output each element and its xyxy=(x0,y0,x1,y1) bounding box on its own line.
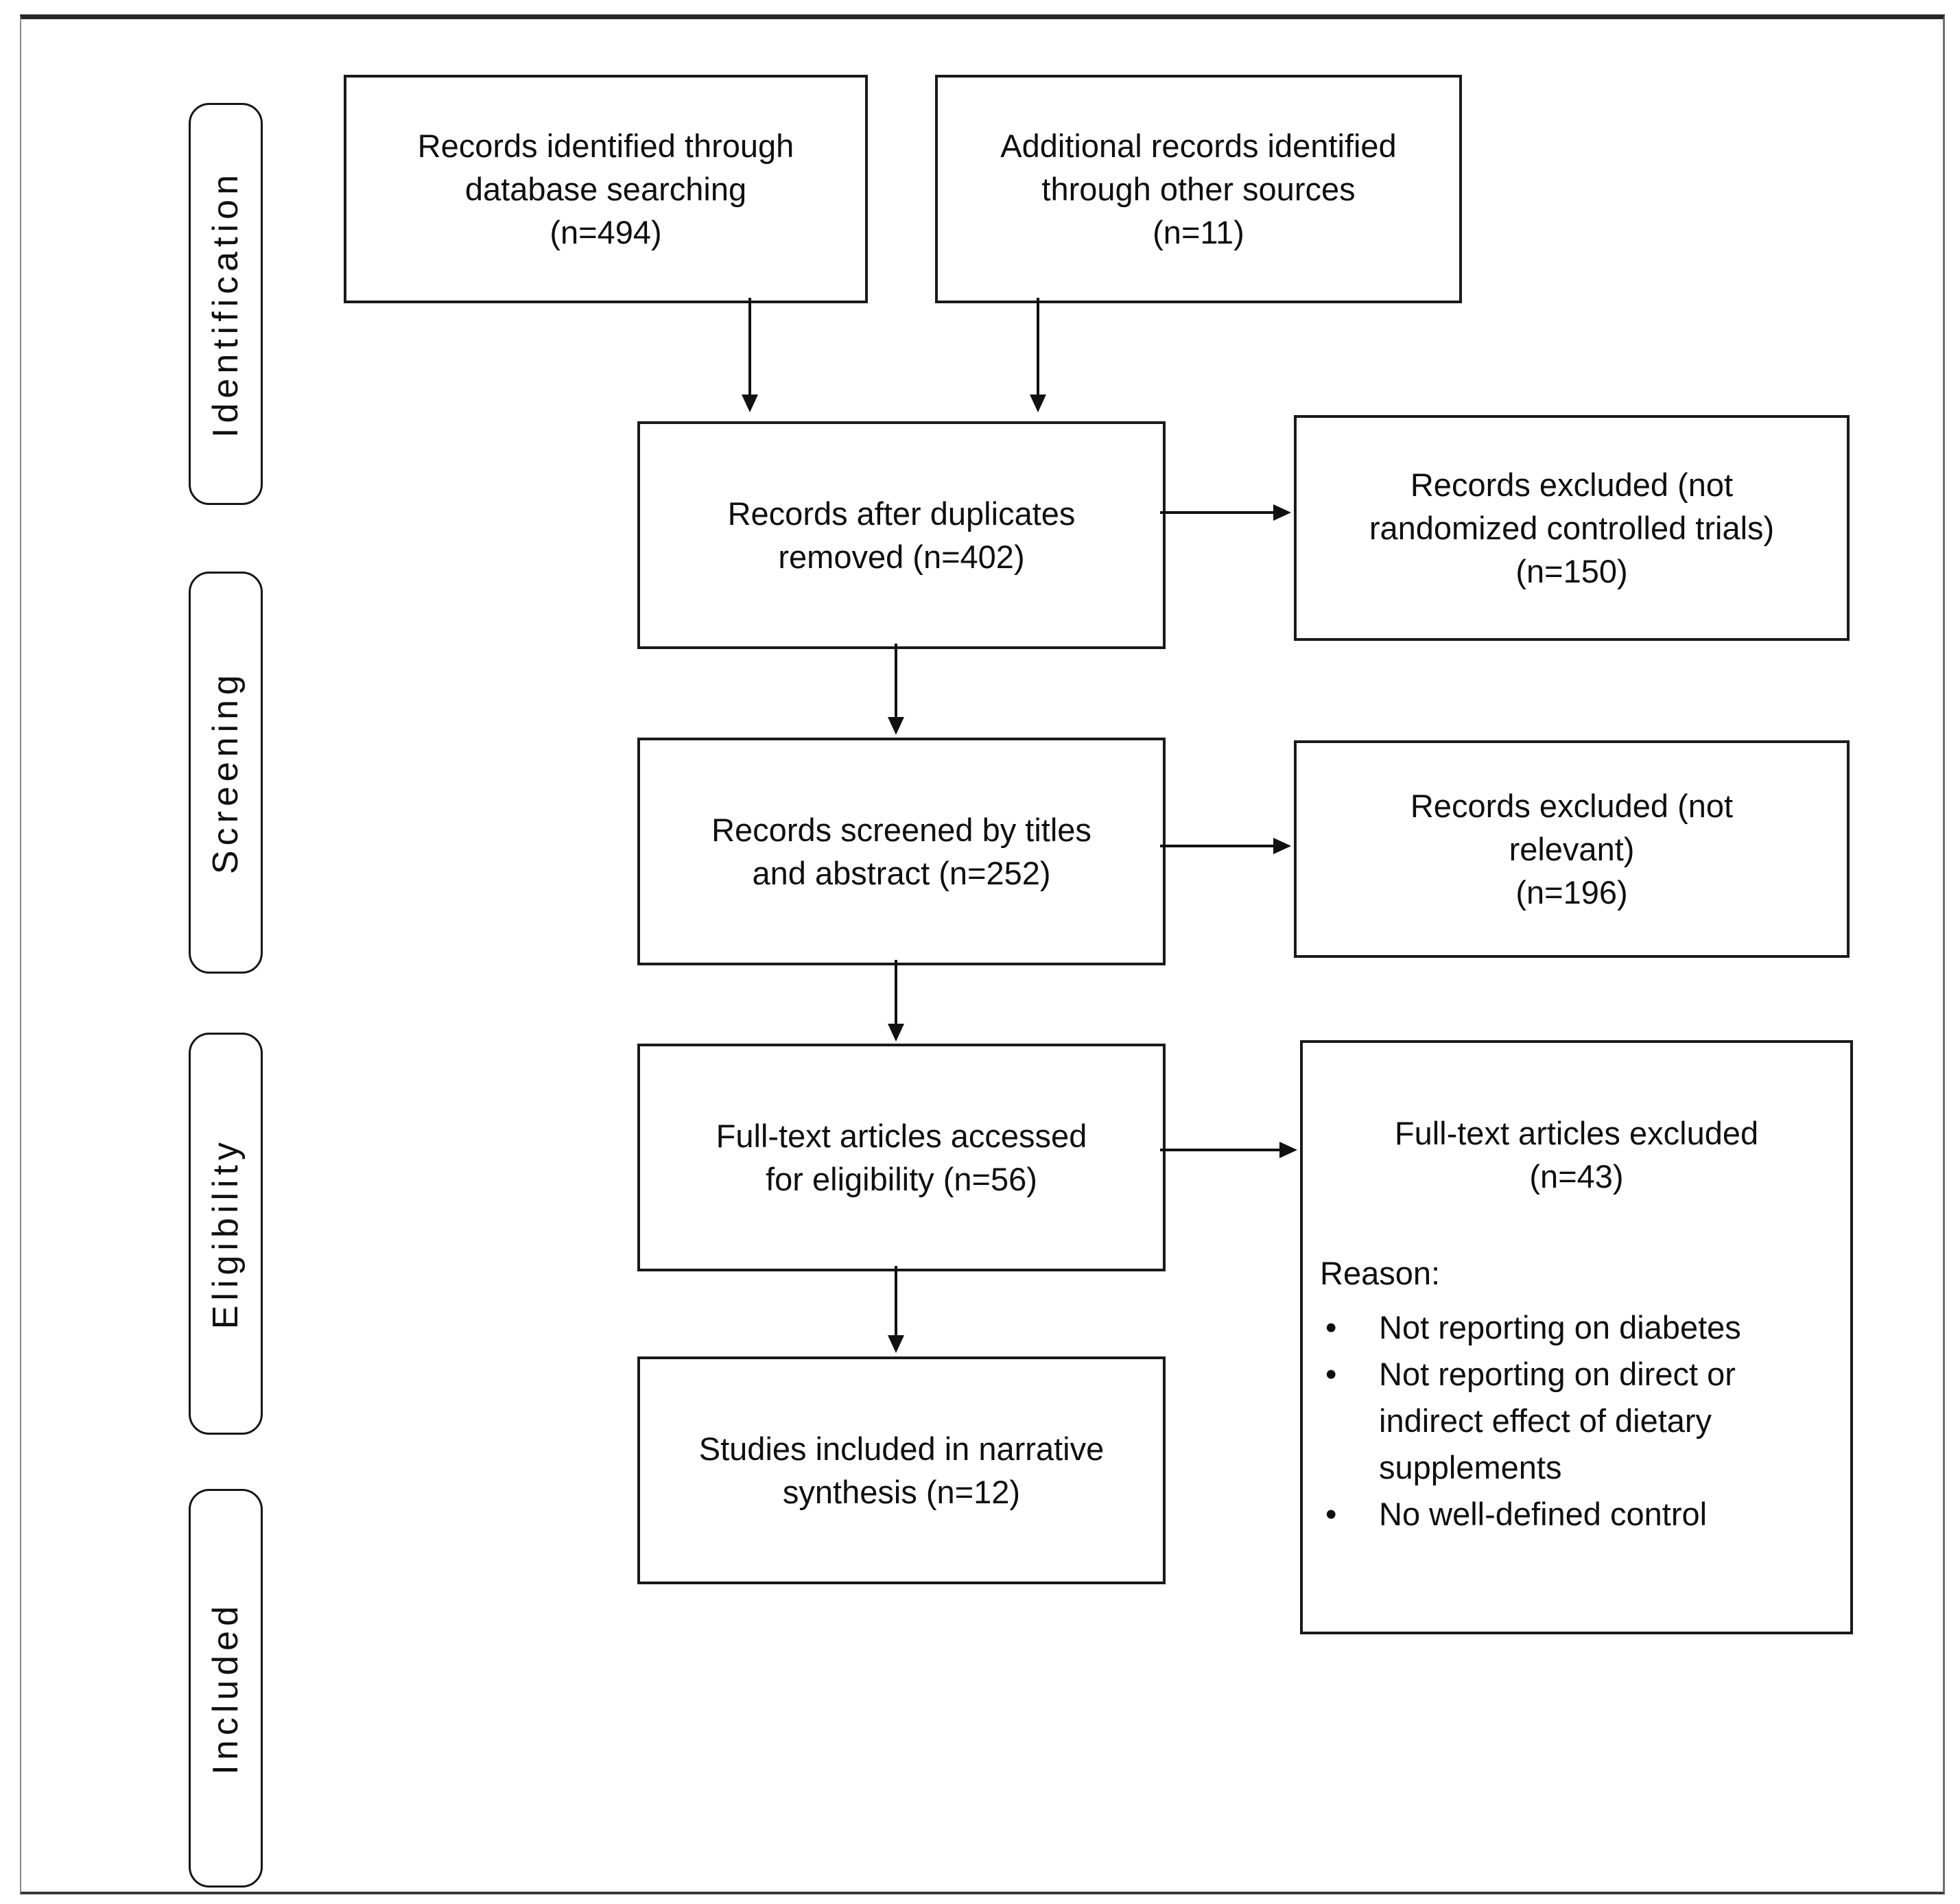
text-line: Records identified through xyxy=(417,128,794,164)
stage-label-screening: Screening xyxy=(206,670,246,875)
stage-label-included: Included xyxy=(206,1601,246,1775)
text-line: Studies included in narrative xyxy=(698,1431,1105,1467)
text-line: (n=494) xyxy=(550,214,662,250)
arrow-duplicates-to-screened xyxy=(888,644,904,735)
text-line: and abstract (n=252) xyxy=(752,855,1051,891)
arrow-fulltext-to-excluded-fulltext xyxy=(1160,1142,1297,1158)
arrow-screened-to-fulltext xyxy=(888,960,904,1042)
stage-pill-identification: Identification xyxy=(189,103,263,505)
text-line: Not reporting on diabetes xyxy=(1379,1309,1741,1345)
text-line: relevant) xyxy=(1509,831,1635,867)
text-line: Full-text articles excluded xyxy=(1394,1115,1759,1151)
exclusion-reason-item: Not reporting on direct or indirect effe… xyxy=(1320,1351,1834,1491)
records-excluded-not-rct-box: Records excluded (not randomized control… xyxy=(1294,415,1850,641)
additional-records-box: Additional records identified through ot… xyxy=(935,75,1462,303)
records-after-duplicates-box: Records after duplicates removed (n=402) xyxy=(637,421,1166,649)
exclusion-reasons-block: Reason: Not reporting on diabetes Not re… xyxy=(1303,1251,1850,1538)
text-line: through other sources xyxy=(1041,171,1356,207)
arrow-identified-db-to-duplicates xyxy=(742,298,758,412)
records-after-duplicates-text: Records after duplicates removed (n=402) xyxy=(728,492,1076,578)
fulltext-assessed-box: Full-text articles accessed for eligibil… xyxy=(637,1044,1166,1271)
stage-pill-screening: Screening xyxy=(189,572,263,974)
records-identified-database-text: Records identified through database sear… xyxy=(418,124,794,254)
exclusion-reason-item: Not reporting on diabetes xyxy=(1320,1304,1834,1351)
exclusion-reason-item: No well-defined control xyxy=(1320,1491,1834,1538)
exclusion-reasons-list: Not reporting on diabetes Not reporting … xyxy=(1320,1304,1834,1538)
stage-label-identification: Identification xyxy=(206,170,246,438)
text-line: Additional records identified xyxy=(1000,128,1397,164)
fulltext-excluded-box: Full-text articles excluded (n=43) Reaso… xyxy=(1300,1040,1853,1634)
text-line: (n=150) xyxy=(1515,553,1628,589)
text-line: randomized controlled trials) xyxy=(1369,510,1775,546)
text-line: removed (n=402) xyxy=(778,539,1025,575)
text-line: for eligibility (n=56) xyxy=(766,1161,1037,1197)
records-excluded-not-rct-text: Records excluded (not randomized control… xyxy=(1369,463,1774,593)
records-excluded-not-relevant-text: Records excluded (not relevant) (n=196) xyxy=(1410,784,1733,914)
stage-pill-eligibility: Eligibility xyxy=(189,1033,263,1435)
fulltext-assessed-text: Full-text articles accessed for eligibil… xyxy=(716,1114,1087,1201)
text-line: (n=11) xyxy=(1153,214,1244,250)
records-excluded-not-relevant-box: Records excluded (not relevant) (n=196) xyxy=(1294,740,1850,958)
stage-label-eligibility: Eligibility xyxy=(206,1138,246,1330)
text-line: Records after duplicates xyxy=(727,495,1076,532)
arrow-fulltext-to-included xyxy=(888,1266,904,1353)
arrow-screened-to-excluded-relevant xyxy=(1160,838,1291,854)
additional-records-text: Additional records identified through ot… xyxy=(1000,124,1396,254)
records-identified-database-box: Records identified through database sear… xyxy=(344,75,868,303)
text-line: Records excluded (not xyxy=(1410,788,1734,824)
arrow-identified-other-to-duplicates xyxy=(1030,298,1046,412)
arrow-duplicates-to-excluded-rct xyxy=(1160,504,1291,521)
text-line: Records excluded (not xyxy=(1410,467,1734,503)
text-line: (n=43) xyxy=(1529,1158,1624,1195)
text-line: database searching xyxy=(464,171,747,207)
fulltext-excluded-title: Full-text articles excluded (n=43) xyxy=(1303,1112,1850,1198)
reason-label: Reason: xyxy=(1320,1255,1441,1291)
text-line: synthesis (n=12) xyxy=(782,1474,1021,1510)
text-line: Full-text articles accessed xyxy=(716,1118,1087,1154)
records-screened-box: Records screened by titles and abstract … xyxy=(637,738,1166,965)
records-screened-text: Records screened by titles and abstract … xyxy=(711,808,1091,895)
stage-pill-included: Included xyxy=(189,1489,263,1888)
studies-included-text: Studies included in narrative synthesis … xyxy=(699,1427,1104,1514)
text-line: No well-defined control xyxy=(1379,1496,1708,1532)
studies-included-box: Studies included in narrative synthesis … xyxy=(637,1356,1166,1584)
text-line: (n=196) xyxy=(1515,874,1628,910)
text-line: Records screened by titles xyxy=(711,812,1091,848)
text-line: Not reporting on direct or indirect effe… xyxy=(1379,1356,1736,1485)
